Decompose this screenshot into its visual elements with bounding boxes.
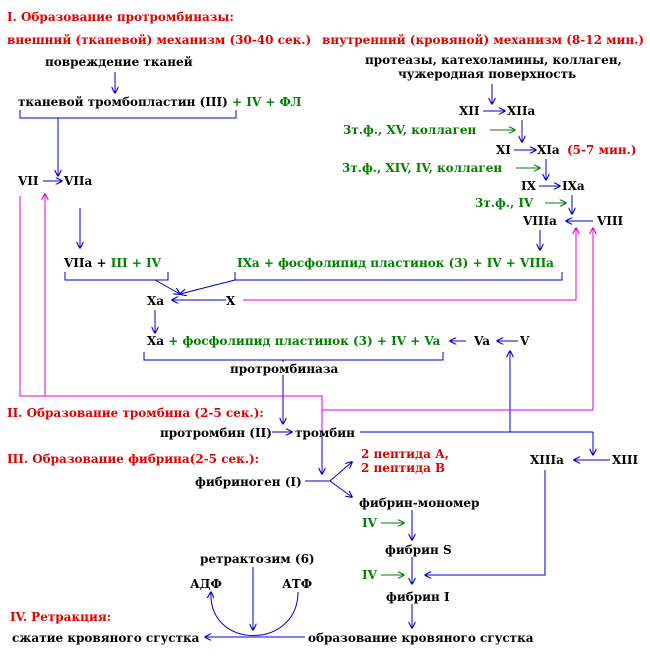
factor-viia: VIIa xyxy=(64,174,93,188)
fibrin-monomer: фибрин-мономер xyxy=(359,496,480,510)
tf-cofactors: + IV + ФЛ xyxy=(231,95,302,109)
internal-triggers-2: чужеродная поверхность xyxy=(398,67,577,81)
factor-va: Va xyxy=(474,334,490,348)
viia-complex: VIIa + III + IV xyxy=(64,256,161,270)
tissue-damage: повреждение тканей xyxy=(45,55,193,69)
heading-thrombin-label: II. Образование тромбина xyxy=(7,406,191,420)
factor-xii: XII xyxy=(459,104,480,118)
arrow-xiiia-to-fibrin-i xyxy=(425,470,546,575)
xa-complex-xa: Xa xyxy=(147,334,165,348)
arrow-to-peptides xyxy=(329,462,352,482)
arrow-to-monomer xyxy=(329,480,352,497)
factor-ix: IX xyxy=(521,179,536,193)
factor-xiiia: XIIIa xyxy=(530,453,564,467)
atp: АТФ xyxy=(282,577,313,591)
viia-complex-cofactors: III + IV xyxy=(110,256,161,270)
factor-xiia: XIIa xyxy=(507,104,536,118)
bracket-viia xyxy=(64,272,169,281)
arrow-bracket-ixa-to-xa xyxy=(180,279,236,294)
cofactor-3: 3т.ф., IV xyxy=(475,196,534,210)
external-title: внешний (тканевой) механизм (30-40 сек.) xyxy=(7,33,311,47)
internal-time: (8-12 мин.) xyxy=(566,33,645,47)
clot-formation: образование кровяного сгустка xyxy=(308,631,534,645)
prothrombin: протромбин (II) xyxy=(160,426,272,440)
clot-compression: сжатие кровяного сгустка xyxy=(12,631,200,645)
bracket-xa-complex xyxy=(143,352,444,361)
heading-retraction: IV. Ретракция: xyxy=(10,610,112,624)
internal-triggers-1: протеазы, катехоламины, коллаген, xyxy=(365,53,622,67)
tf-label: тканевой тромбопластин (III) xyxy=(18,95,228,109)
feedback-thrombin-to-viii xyxy=(321,228,593,432)
fibrin-s: фибрин S xyxy=(385,543,452,557)
peptides-b: 2 пептида В xyxy=(361,461,446,475)
peptides-a: 2 пептида А, xyxy=(361,447,449,461)
arrow-bracket-to-xa xyxy=(154,279,180,294)
internal-title: внутренний (кровяной) механизм (8-12 мин… xyxy=(322,33,644,47)
heading-fibrin: III. Образование фибрина(2-5 сек.): xyxy=(7,452,259,466)
fibrin-i: фибрин I xyxy=(386,590,450,604)
feedback-x-to-viii xyxy=(243,228,576,301)
fibrinogen: фибриноген (I) xyxy=(195,475,302,489)
retractozyme: ретрактозим (6) xyxy=(200,552,315,566)
factor-xiii: XIII xyxy=(612,453,639,467)
tissue-thromboplastin: тканевой тромбопластин (III) + IV + ФЛ xyxy=(18,95,302,109)
factor-x: X xyxy=(226,294,236,308)
factor-xi: XI xyxy=(496,143,511,157)
cofactor-2: 3т.ф., XIV, IV, коллаген xyxy=(342,161,503,175)
factor-xia: XIa xyxy=(537,143,560,157)
internal-title-label: внутренний (кровяной) механизм xyxy=(322,33,563,47)
heading-thrombin: II. Образование тромбина (2-5 сек.): xyxy=(7,406,264,420)
thrombin: тромбин xyxy=(295,426,355,440)
factor-viii: VIII xyxy=(597,214,624,228)
xa-complex-cofactors: + фосфолипид пластинок (3) + IV + Va xyxy=(168,334,441,348)
bracket-tf xyxy=(19,110,237,119)
heading-fibrin-time: (2-5 сек.): xyxy=(189,452,260,466)
ixa-complex-label: IXa + фосфолипид пластинок (3) + IV + VI… xyxy=(237,256,554,270)
feedback-thrombin-to-vii xyxy=(19,196,323,432)
factor-viiia: VIIIa xyxy=(523,214,557,228)
external-title-label: внешний (тканевой) механизм xyxy=(7,33,226,47)
ixa-complex: IXa + фосфолипид пластинок (3) + IV + VI… xyxy=(237,256,554,270)
heading-thrombin-time: (2-5 сек.): xyxy=(194,406,264,420)
external-time: (30-40 сек.) xyxy=(229,33,312,47)
factor-ixa: IXa xyxy=(562,179,585,193)
adp: АДФ xyxy=(190,577,222,591)
heading-prothrombinase: I. Образование протромбиназы: xyxy=(7,10,234,24)
factor-v: V xyxy=(520,334,530,348)
bracket-ixa xyxy=(234,272,563,281)
prothrombinase: протромбиназа xyxy=(230,362,339,376)
heading-fibrin-label: III. Образование фибрина xyxy=(7,452,190,466)
xia-time: (5-7 мин.) xyxy=(567,143,637,157)
cofactor-iv-1: IV xyxy=(362,516,377,530)
arc-atp-to-adp xyxy=(211,592,299,636)
cofactor-1: 3т.ф., XV, коллаген xyxy=(343,123,477,137)
factor-vii: VII xyxy=(18,174,39,188)
factor-xa: Xa xyxy=(147,294,165,308)
cofactor-iv-2: IV xyxy=(362,568,377,582)
viia-complex-label: VIIa + xyxy=(64,256,107,270)
xa-complex: Xa + фосфолипид пластинок (3) + IV + Va xyxy=(147,334,440,348)
